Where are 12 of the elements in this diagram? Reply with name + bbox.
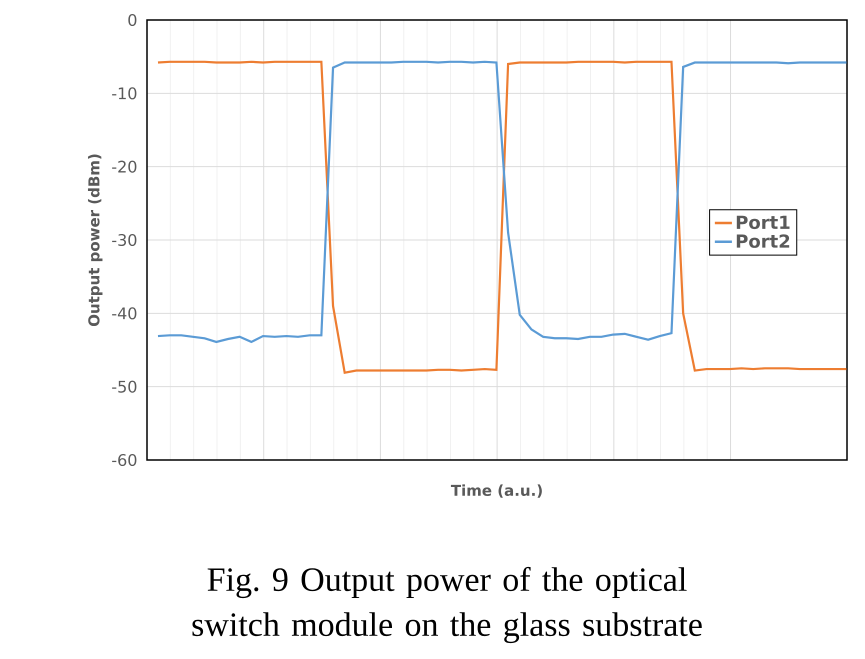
y-tick-label: -40 bbox=[112, 307, 136, 320]
y-tick-label: -30 bbox=[112, 234, 136, 246]
legend-label: Port1 bbox=[736, 216, 790, 230]
y-tick-label: -60 bbox=[112, 454, 136, 466]
y-tick-label: -10 bbox=[112, 87, 136, 100]
y-tick-label: 0 bbox=[128, 14, 136, 26]
caption: Fig. 9 Output power of the optical switch module on the glass substrate bbox=[192, 566, 702, 644]
y-axis-title: Output power (dBm) bbox=[88, 154, 102, 326]
y-tick-label: -50 bbox=[112, 380, 136, 393]
x-axis-title: Time (a.u.) bbox=[450, 484, 542, 498]
legend-label: Port2 bbox=[736, 234, 790, 248]
y-tick-label: -20 bbox=[112, 160, 136, 173]
